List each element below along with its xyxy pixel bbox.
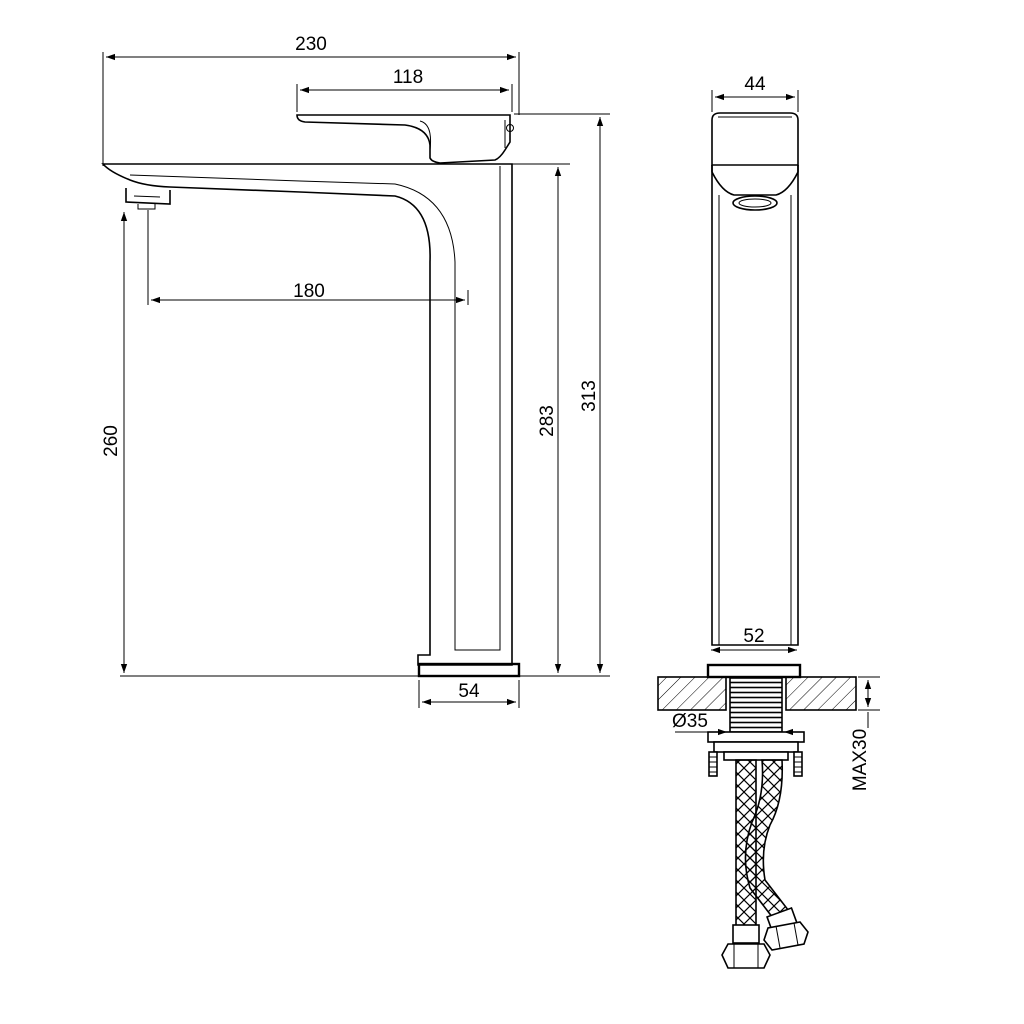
aerator: [125, 188, 171, 205]
dim-total-height: 313: [579, 380, 600, 412]
mounting-washer: [723, 751, 789, 761]
countertop-right: [785, 676, 857, 711]
dim-thread-diameter: Ø35: [672, 711, 708, 732]
lever-handle: [296, 114, 511, 164]
front-view: 230 118 180 260 283 313 54: [101, 34, 610, 708]
dim-handle-length: 118: [393, 67, 423, 88]
dimension-lines-front: [102, 52, 610, 708]
lever-inner-line: [419, 120, 506, 151]
hose-nut-left: [721, 943, 771, 969]
spout-outline: [101, 163, 513, 666]
threaded-shank: [729, 677, 783, 733]
hose-nut-right: [763, 921, 809, 951]
side-aerator-inner: [738, 198, 772, 208]
side-base: [706, 663, 802, 679]
side-handle: [711, 112, 799, 166]
countertop-left: [657, 676, 727, 711]
side-body: [711, 165, 799, 646]
dim-side-width: 44: [744, 74, 766, 95]
side-spout-end: [711, 165, 799, 196]
side-aerator: [732, 195, 778, 211]
dim-max-counter-thickness: MAX30: [850, 729, 871, 791]
dim-body-height: 283: [537, 405, 558, 437]
dim-spout-reach: 180: [293, 281, 325, 302]
side-view: 44 52 Ø35 MAX30: [657, 74, 880, 969]
hose-ferrule-left: [732, 924, 760, 944]
aerator-detail: [133, 195, 161, 210]
dim-overall-length: 230: [295, 34, 327, 55]
dim-spout-height: 260: [101, 425, 122, 457]
mounting-plate: [707, 731, 805, 743]
lever-pivot: [506, 124, 514, 132]
mounting-nut: [713, 741, 799, 753]
dim-side-base-width: 52: [743, 626, 764, 647]
spout-inner-line: [129, 166, 501, 651]
dimension-lines-side: [675, 90, 880, 736]
dim-base-width: 54: [458, 681, 480, 702]
side-body-inner: [718, 195, 792, 645]
mounting-studs: [708, 751, 803, 777]
